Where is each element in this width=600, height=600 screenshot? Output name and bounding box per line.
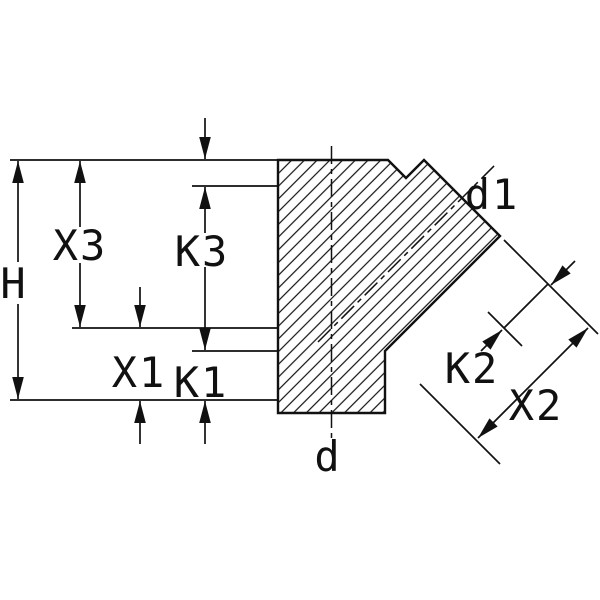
- dimension-X3: X3: [53, 161, 108, 327]
- branch-centerline: [317, 162, 498, 343]
- dimension-K1: K1: [174, 358, 229, 444]
- dim-K2-upper-arrow: [550, 260, 576, 286]
- dimension-X1: X1: [112, 287, 167, 444]
- dim-K2-stem: [503, 283, 549, 329]
- label-H: H: [0, 259, 27, 308]
- label-K3: K3: [175, 227, 230, 276]
- dimension-d1: d1: [465, 170, 520, 219]
- label-X1: X1: [112, 348, 167, 397]
- dimension-d: d: [314, 432, 341, 481]
- label-K1: K1: [174, 358, 229, 407]
- label-X2: X2: [509, 381, 564, 430]
- centerlines: [317, 146, 498, 441]
- pipe-fitting: [276, 158, 502, 415]
- label-K2: K2: [445, 344, 500, 393]
- label-d: d: [314, 432, 341, 481]
- fitting-body-section: [276, 158, 502, 415]
- extension-line-X2-inner: [419, 383, 501, 465]
- extension-line-branch-face: [503, 239, 599, 335]
- label-X3: X3: [53, 221, 108, 270]
- dimension-K3: K3: [175, 118, 230, 350]
- label-d1: d1: [465, 170, 520, 219]
- reference-lines: [10, 159, 278, 401]
- extension-line-K2-inner: [487, 311, 523, 347]
- dimension-X2: X2: [419, 327, 589, 465]
- dimension-H: H: [0, 161, 27, 399]
- dim-X2-stem: [477, 327, 589, 439]
